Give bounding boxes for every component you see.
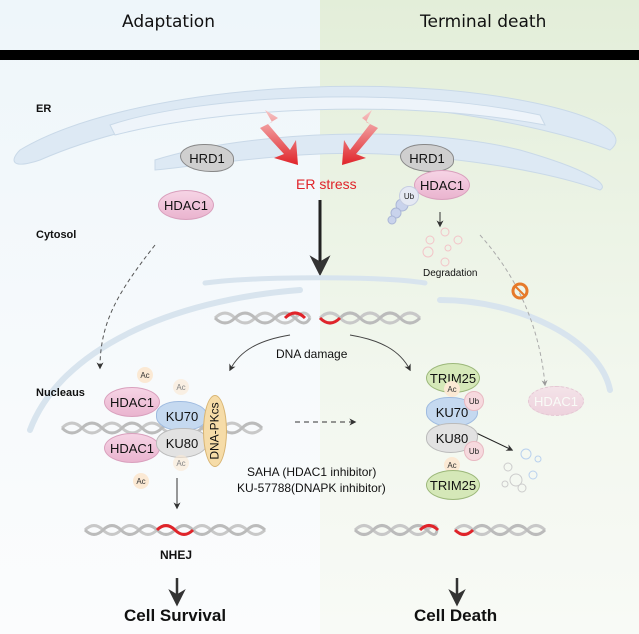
degradation-label: Degradation [423, 268, 478, 279]
ac-badge: Ac [444, 381, 460, 397]
nhej-label: NHEJ [160, 548, 193, 562]
hrd1-right: HRD1 [400, 144, 454, 172]
ub-badge: Ub [399, 186, 419, 206]
er-stress-arrow-left [260, 110, 298, 165]
dna-repair-strand [60, 421, 264, 435]
header-divider [0, 50, 639, 60]
hrd1-label: HRD1 [409, 150, 445, 166]
dna-pkcs: DNA-PKcs [203, 395, 227, 467]
hdac1-translocation-arrow [96, 244, 156, 370]
ku80-left: KU80 [156, 428, 208, 458]
ku80-label: KU80 [165, 435, 199, 451]
hrd1-left: HRD1 [180, 144, 234, 172]
ku-fragments [501, 448, 542, 493]
outcome-survival: Cell Survival [124, 606, 227, 625]
hdac1-nuclear-bottom: HDAC1 [104, 433, 160, 463]
ac-badge: Ac [173, 455, 189, 471]
ku70-label: KU70 [165, 408, 199, 424]
ac-badge: Ac [137, 367, 153, 383]
ac-badge: Ac [133, 473, 149, 489]
hdac1-label: HDAC1 [109, 394, 155, 410]
hdac1-label: HDAC1 [419, 177, 465, 193]
ku70-label: KU70 [435, 404, 469, 420]
hdac1-label: HDAC1 [533, 393, 579, 409]
blocked-translocation-arrow [479, 234, 548, 387]
nuclear-membrane [202, 275, 428, 286]
dna-broken [353, 524, 547, 536]
trim25-label: TRIM25 [429, 477, 477, 493]
label-er: ER [36, 103, 52, 115]
hdac1-cytosol: HDAC1 [158, 190, 214, 220]
header-terminal-death: Terminal death [420, 12, 547, 32]
hdac1-blocked: HDAC1 [528, 386, 584, 416]
ac-badge: Ac [444, 457, 460, 473]
ac-badge: Ac [173, 379, 189, 395]
dna-damaged [213, 311, 422, 325]
label-cytosol: Cytosol [36, 229, 77, 241]
header-adaptation: Adaptation [122, 12, 215, 32]
ku80-label: KU80 [435, 430, 469, 446]
inhibitor-ku57788: KU-57788(DNAPK inhibitor) [237, 481, 386, 495]
hdac1-nuclear-top: HDAC1 [104, 387, 160, 417]
ku70-left: KU70 [156, 401, 208, 431]
dna-pkcs-label: DNA-PKcs [208, 402, 222, 460]
dna-damage-arrow-left [229, 334, 291, 372]
ku80-right: KU80 [426, 423, 478, 453]
ub-badge: Ub [464, 391, 484, 411]
er-stress-label: ER stress [296, 176, 357, 192]
inhibitor-saha: SAHA (HDAC1 inhibitor) [247, 465, 377, 479]
hdac1-label: HDAC1 [109, 440, 155, 456]
dna-damage-label: DNA damage [276, 347, 348, 361]
hdac1-ubiquitinated: HDAC1 [414, 170, 470, 200]
ubiquitin-chain [387, 198, 409, 225]
hdac1-label: HDAC1 [163, 197, 209, 213]
hrd1-label: HRD1 [189, 150, 225, 166]
ub-badge: Ub [464, 441, 484, 461]
degradation-fragments [422, 227, 463, 267]
dna-repaired [83, 524, 267, 536]
outcome-death: Cell Death [414, 606, 498, 625]
dna-damage-arrow-right [349, 334, 411, 372]
inhibit-icon [511, 282, 529, 300]
trim25-bottom: TRIM25 [426, 470, 480, 500]
er-stress-arrow-right [342, 110, 378, 165]
trim25-label: TRIM25 [429, 370, 477, 386]
label-nucleus: Nucleaus [36, 387, 85, 399]
er-membrane [13, 85, 617, 191]
